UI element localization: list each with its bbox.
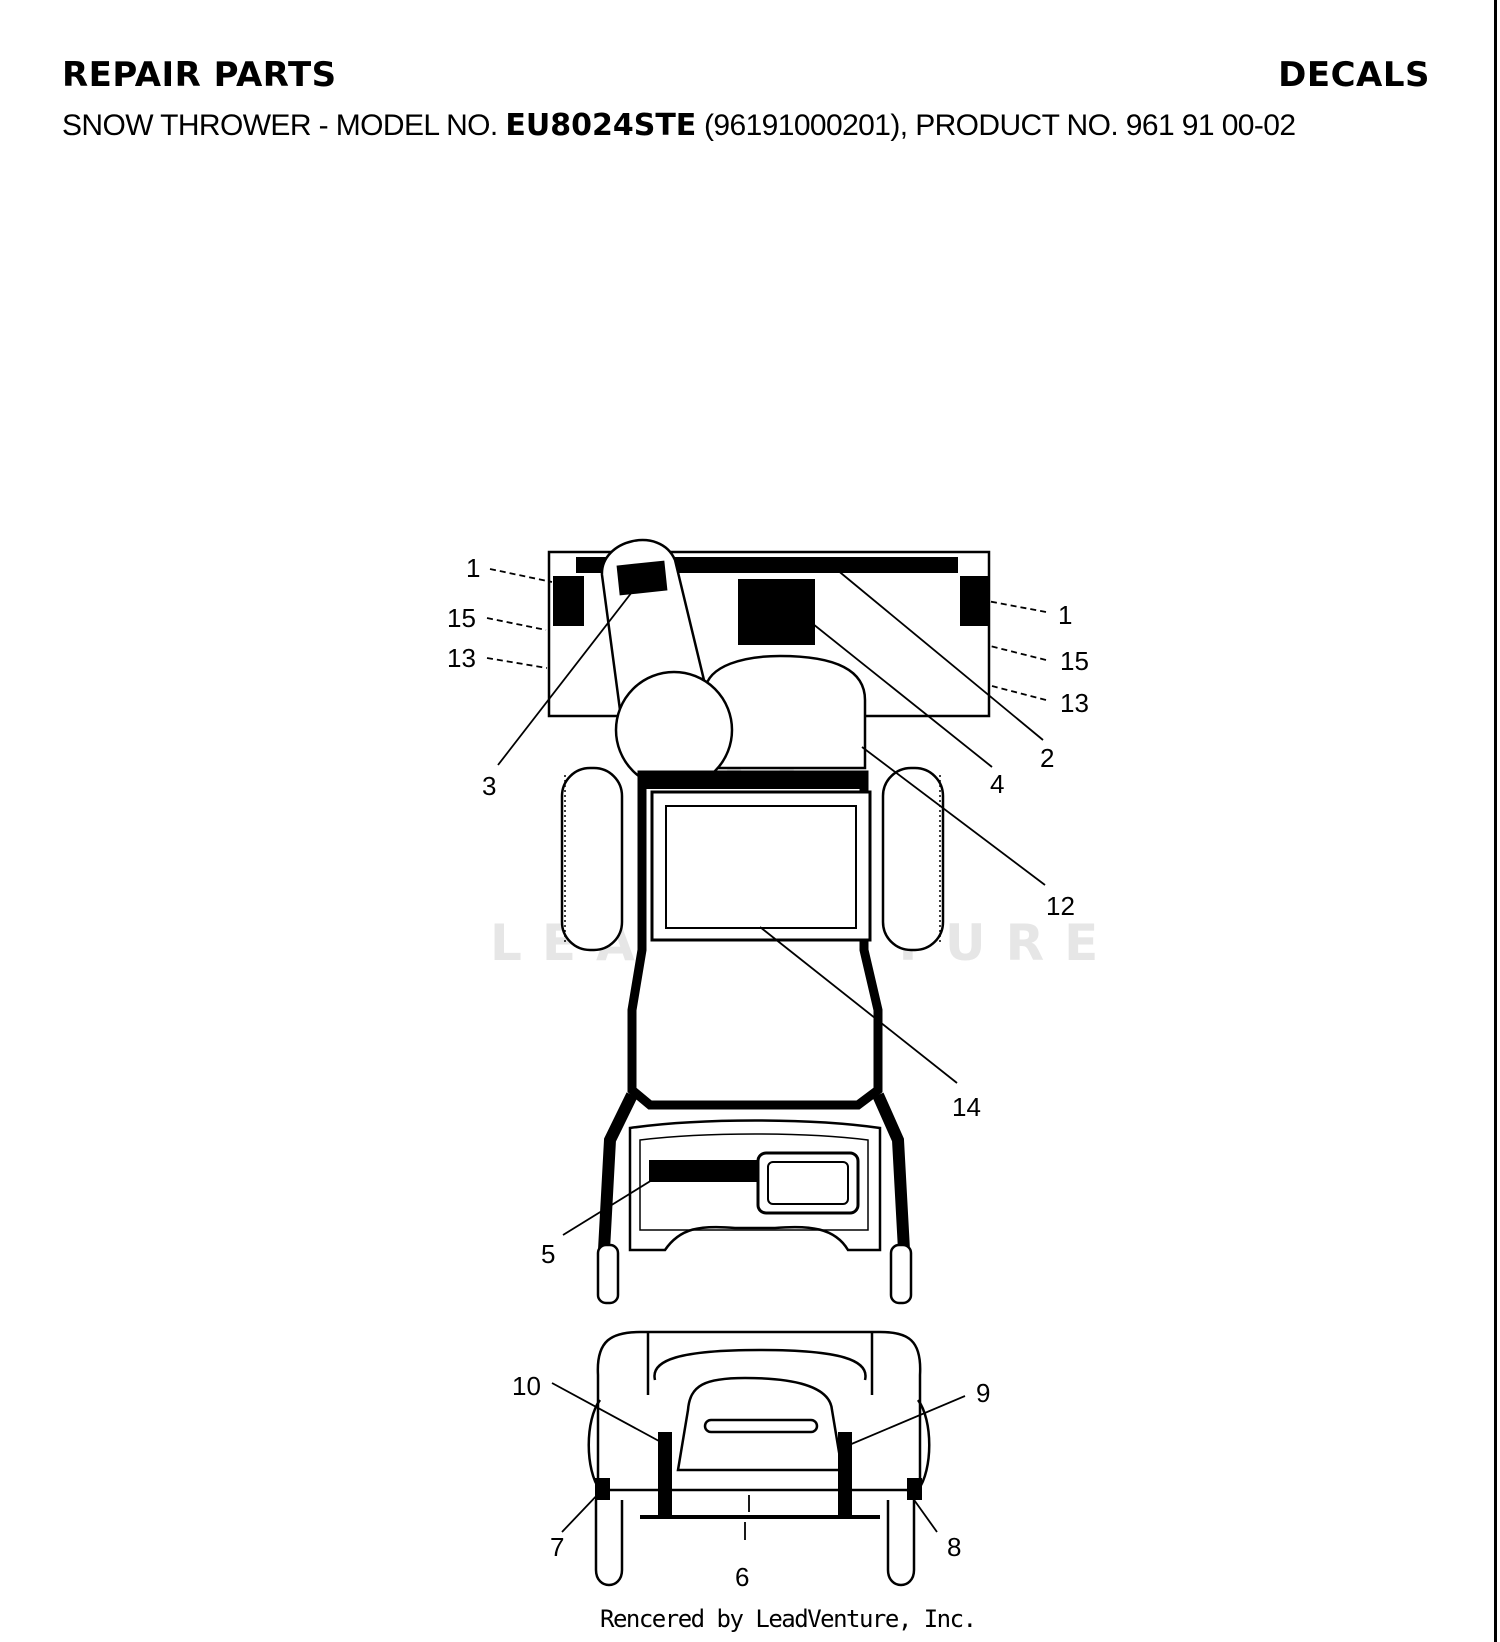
callout-13-left: 13 (447, 643, 476, 673)
callout-15-right: 15 (1060, 646, 1089, 676)
callout-12: 12 (1046, 891, 1075, 921)
decal-10 (658, 1432, 672, 1517)
right-track (881, 766, 945, 952)
callout-5: 5 (541, 1239, 555, 1269)
model-number: EU8024STE (505, 108, 697, 143)
right-handle (872, 1092, 910, 1251)
engine-dome (703, 654, 867, 770)
callout-9: 9 (976, 1378, 990, 1408)
callout-1-left: 1 (466, 553, 480, 583)
subtitle-prefix: SNOW THROWER - MODEL NO. (62, 109, 498, 142)
callout-10: 10 (512, 1371, 541, 1401)
callout-1-right: 1 (1058, 600, 1072, 630)
callout-2: 2 (1040, 743, 1054, 773)
decal-4 (738, 579, 815, 645)
model-subtitle: SNOW THROWER - MODEL NO. EU8024STE (9619… (62, 108, 1296, 143)
decal-8 (907, 1478, 922, 1500)
decal-14-panel (650, 790, 872, 942)
callout-14: 14 (952, 1092, 981, 1122)
subtitle-suffix: (96191000201), PRODUCT NO. 961 91 00-02 (704, 109, 1296, 142)
section-title: REPAIR PARTS (62, 55, 337, 95)
callout-3: 3 (482, 771, 496, 801)
left-handle (598, 1092, 638, 1251)
section-name: DECALS (1278, 55, 1430, 95)
callout-13-right: 13 (1060, 688, 1089, 718)
decal-3 (616, 560, 668, 596)
callout-7: 7 (550, 1532, 564, 1562)
decal-7 (595, 1478, 610, 1500)
callout-8: 8 (947, 1532, 961, 1562)
decal-1-left (553, 576, 584, 626)
callout-15-left: 15 (447, 603, 476, 633)
decal-5 (649, 1160, 759, 1182)
callout-6: 6 (735, 1562, 749, 1592)
callout-4: 4 (990, 769, 1004, 799)
decal-9 (838, 1432, 852, 1517)
render-credit: Rencered by LeadVenture, Inc. (600, 1605, 977, 1633)
left-track (560, 766, 624, 952)
